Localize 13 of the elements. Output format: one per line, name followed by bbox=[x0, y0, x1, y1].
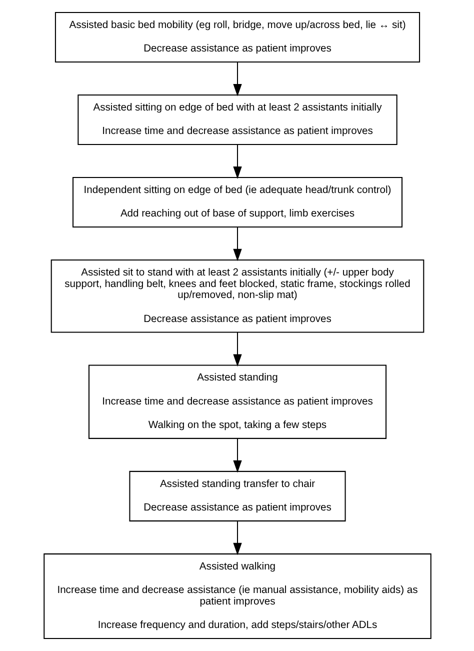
arrow bbox=[232, 521, 242, 556]
node-box: Assisted sitting on edge of bed with at least 2 assistants initially Increase time and decrease assistance as patient improves bbox=[77, 94, 397, 146]
node-box: Assisted standing transfer to chair Decrease assistance as patient improves bbox=[128, 470, 346, 522]
arrow bbox=[232, 144, 242, 179]
node-box: Assisted basic bed mobility (eg roll, bridge, move up/across bed, lie ↔ sit) Decrease assistance as patient improves bbox=[54, 12, 420, 62]
arrow bbox=[232, 332, 242, 367]
arrow bbox=[232, 227, 242, 262]
node-box: Assisted standing Increase time and decrease assistance as patient improves Walking on the spot, taking a few steps bbox=[88, 364, 386, 439]
arrow bbox=[232, 62, 242, 96]
node-box: Assisted walking Increase time and decrease assistance (ie manual assistance, mobility aids) as patient improves Increase frequency and duration, add steps/stairs/other ADLs bbox=[43, 553, 431, 640]
node-box: Independent sitting on edge of bed (ie adequate head/trunk control) Add reaching out of base of support, limb exercises bbox=[72, 177, 402, 228]
arrow bbox=[232, 438, 242, 473]
node-box: Assisted sit to stand with at least 2 assistants initially (+/- upper body support, handling belt, knees and feet blocked, static frame, stockings rolled up/removed, non-slip mat) Decrease assistance as patient improves bbox=[50, 260, 424, 333]
